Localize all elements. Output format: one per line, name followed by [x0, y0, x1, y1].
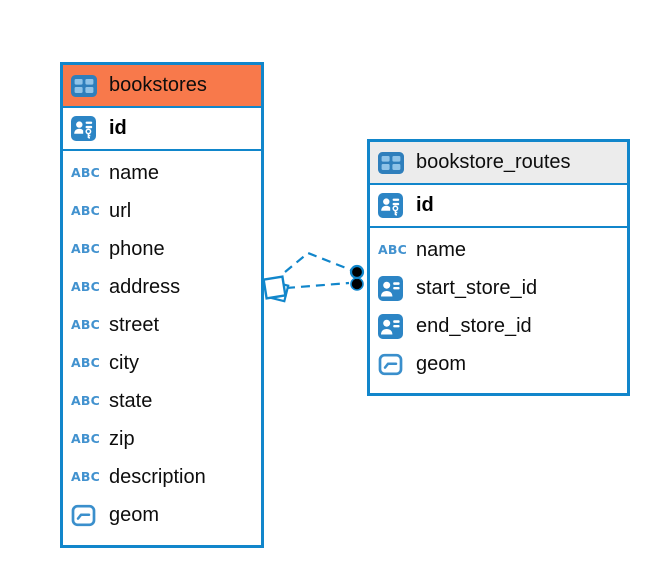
column-name: end_store_id [416, 314, 532, 337]
column-name: url [109, 199, 132, 222]
text-type-icon: ABC [378, 241, 408, 257]
column-row-phone[interactable]: ABC phone [63, 230, 261, 268]
table-title: bookstores [109, 74, 207, 96]
text-type-icon-label: ABC [71, 278, 100, 294]
primary-key-icon [71, 116, 101, 141]
table-header-bookstore-routes[interactable]: bookstore_routes [370, 142, 627, 185]
column-name: zip [109, 427, 135, 450]
column-row-end_store_id[interactable]: end_store_id [370, 307, 627, 345]
relationship-line-lower[interactable] [285, 281, 350, 290]
column-name: name [109, 161, 160, 184]
column-row-state[interactable]: ABC state [63, 382, 261, 420]
column-row-zip[interactable]: ABC zip [63, 420, 261, 458]
text-type-icon-label: ABC [71, 316, 100, 332]
text-type-icon: ABC [71, 316, 101, 332]
column-name: geom [109, 503, 160, 526]
text-type-icon: ABC [71, 164, 101, 180]
text-type-icon: ABC [71, 240, 101, 256]
column-row-geom[interactable]: geom [63, 496, 261, 534]
table-icon [378, 151, 408, 174]
text-type-icon: ABC [71, 392, 101, 408]
table-title: bookstore_routes [416, 151, 571, 173]
primary-key-name: id [109, 117, 127, 139]
table-icon [71, 74, 101, 97]
text-type-icon: ABC [71, 468, 101, 484]
table-bookstore-routes[interactable]: bookstore_routes id ABC name start_store_i… [367, 139, 630, 396]
text-type-icon-label: ABC [71, 354, 100, 370]
column-row-street[interactable]: ABC street [63, 306, 261, 344]
column-name: address [109, 275, 181, 298]
column-row-city[interactable]: ABC city [63, 344, 261, 382]
relationship-line-upper[interactable] [284, 251, 352, 273]
table-header-bookstores[interactable]: bookstores [63, 65, 261, 108]
text-type-icon-label: ABC [378, 241, 407, 257]
relationship-source-marker[interactable] [262, 275, 290, 303]
primary-key-row[interactable]: id [370, 185, 627, 228]
column-row-description[interactable]: ABC description [63, 458, 261, 496]
foreign-key-icon [378, 275, 408, 301]
column-row-start_store_id[interactable]: start_store_id [370, 269, 627, 307]
text-type-icon-label: ABC [71, 392, 100, 408]
text-type-icon: ABC [71, 430, 101, 446]
column-row-name[interactable]: ABC name [370, 231, 627, 269]
geometry-type-icon [378, 352, 408, 377]
relationship-target-marker[interactable] [349, 264, 365, 291]
foreign-key-icon [378, 313, 408, 339]
column-name: start_store_id [416, 276, 538, 299]
column-name: city [109, 351, 139, 374]
column-name: name [416, 238, 467, 261]
text-type-icon-label: ABC [71, 468, 100, 484]
geometry-type-icon [71, 503, 101, 528]
column-name: state [109, 389, 153, 412]
column-name: description [109, 465, 206, 488]
column-name: geom [416, 352, 467, 375]
text-type-icon-label: ABC [71, 240, 100, 256]
primary-key-name: id [416, 194, 434, 216]
text-type-icon: ABC [71, 278, 101, 294]
text-type-icon-label: ABC [71, 430, 100, 446]
text-type-icon-label: ABC [71, 164, 100, 180]
text-type-icon: ABC [71, 354, 101, 370]
primary-key-row[interactable]: id [63, 108, 261, 151]
text-type-icon: ABC [71, 202, 101, 218]
column-row-geom[interactable]: geom [370, 345, 627, 383]
column-row-url[interactable]: ABC url [63, 192, 261, 230]
column-name: street [109, 313, 160, 336]
primary-key-icon [378, 193, 408, 218]
column-row-address[interactable]: ABC address [63, 268, 261, 306]
column-name: phone [109, 237, 165, 260]
column-row-name[interactable]: ABC name [63, 154, 261, 192]
text-type-icon-label: ABC [71, 202, 100, 218]
